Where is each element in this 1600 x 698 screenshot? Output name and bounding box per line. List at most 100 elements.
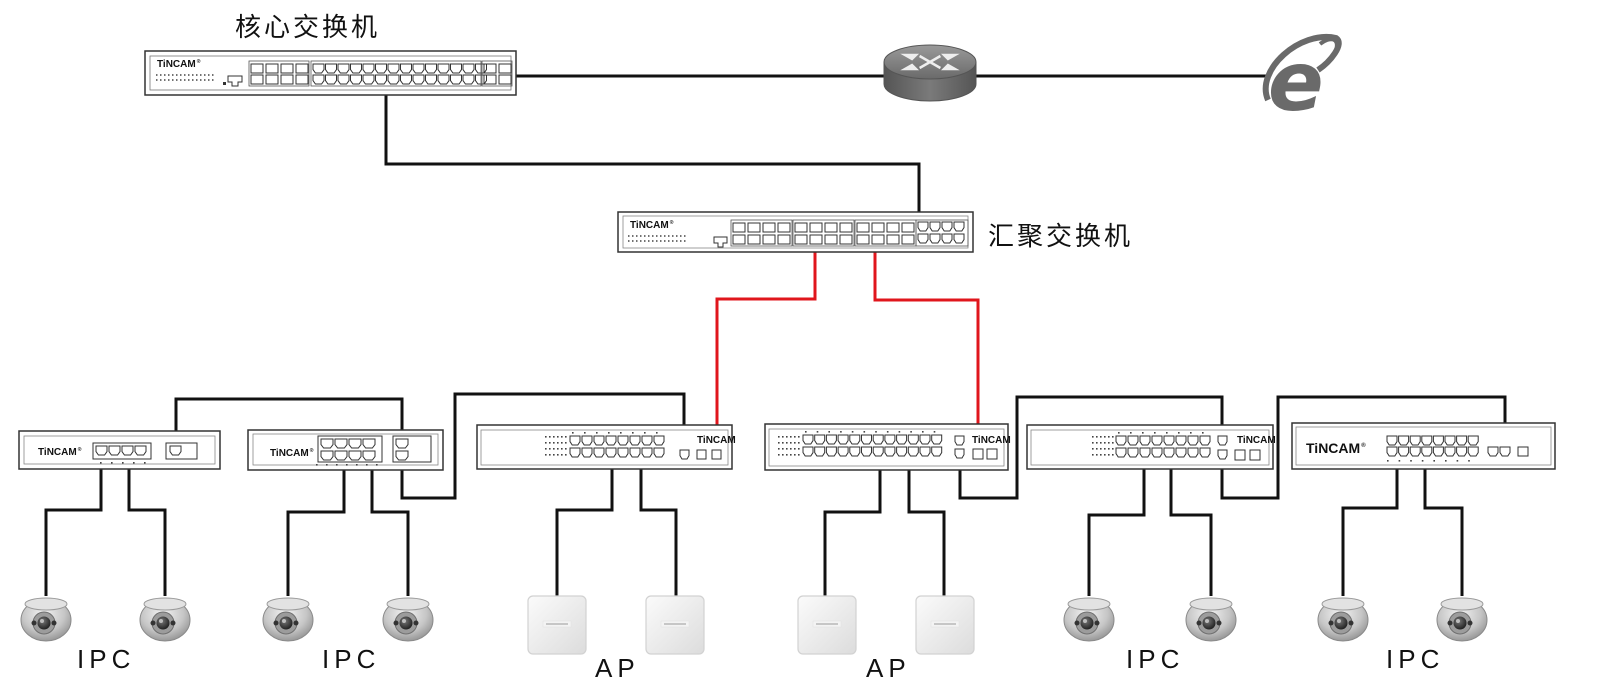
aggregation-switch-brand: TiNCAM <box>630 220 669 231</box>
access-switch-3-brand: TiNCAM <box>697 435 736 446</box>
svg-text:TiNCAM®: TiNCAM® <box>157 58 201 70</box>
ethernet-port <box>837 446 849 457</box>
access-switch-4: TiNCAM <box>764 423 1011 471</box>
ethernet-port <box>320 450 334 461</box>
access-switch-5: TiNCAM <box>1026 424 1276 470</box>
drop-ap-4a <box>823 463 882 596</box>
device-group-label-3: AP <box>595 653 640 683</box>
ethernet-port <box>121 445 134 456</box>
access-point-icon <box>797 595 857 655</box>
sfp-port <box>747 222 761 233</box>
ethernet-port <box>837 434 849 445</box>
ethernet-port <box>896 446 908 457</box>
drop-ipc-6b <box>1423 463 1464 596</box>
ethernet-port <box>919 434 931 445</box>
ethernet-port <box>593 435 605 446</box>
ethernet-port <box>337 63 350 74</box>
ethernet-port <box>412 63 425 74</box>
access-point-icon <box>915 595 975 655</box>
uplink-aggregation-access3 <box>715 247 817 450</box>
router-icon <box>883 44 977 102</box>
ethernet-port <box>581 435 593 446</box>
ethernet-port <box>917 221 929 232</box>
ethernet-port <box>1421 446 1433 457</box>
ethernet-port <box>1444 446 1456 457</box>
sfp-port <box>498 74 512 85</box>
ip-camera-icon <box>1436 597 1488 642</box>
ethernet-port <box>312 63 325 74</box>
device-group-label-6: IPC <box>1386 644 1444 674</box>
ethernet-port <box>581 447 593 458</box>
ethernet-port <box>1139 435 1151 446</box>
ethernet-port <box>325 74 337 85</box>
internet-explorer-icon: e <box>1262 33 1342 130</box>
ethernet-port <box>569 447 581 458</box>
sfp-port <box>762 234 776 245</box>
sfp-port <box>839 222 853 233</box>
ethernet-port <box>375 74 387 85</box>
drop-ipc-5a <box>1087 463 1146 596</box>
ethernet-port <box>1409 446 1421 457</box>
sfp-port <box>732 234 746 245</box>
ethernet-port <box>1456 435 1468 446</box>
core-switch: TiNCAM® <box>144 50 517 96</box>
ip-camera-icon <box>382 597 434 642</box>
ethernet-port <box>849 446 861 457</box>
sfp-port <box>886 222 900 233</box>
access-switch-1: TiNCAM® <box>18 430 221 470</box>
ethernet-port <box>362 63 375 74</box>
ethernet-port <box>872 446 884 457</box>
ethernet-port <box>395 450 409 461</box>
ethernet-port <box>1398 435 1410 446</box>
ip-camera-icon <box>1063 597 1115 642</box>
core-switch-label: 核心交换机 <box>235 13 380 43</box>
ethernet-port <box>462 63 475 74</box>
ethernet-port <box>1199 435 1211 446</box>
svg-text:TiNCAM: TiNCAM <box>972 435 1011 446</box>
ethernet-port <box>605 447 617 458</box>
sfp-port <box>871 222 885 233</box>
ethernet-port <box>334 438 348 449</box>
sfp-port <box>901 234 915 245</box>
ethernet-port <box>1175 435 1187 446</box>
sfp-port <box>809 234 823 245</box>
sfp-port <box>839 234 853 245</box>
drop-ipc-1a <box>44 463 103 596</box>
sfp-port <box>824 222 838 233</box>
sfp-port <box>777 234 791 245</box>
access-switch-6: TiNCAM® <box>1291 422 1556 470</box>
ethernet-port <box>425 63 437 74</box>
svg-text:e: e <box>1268 35 1324 130</box>
sfp-port <box>1234 449 1246 461</box>
access-switch-3: TiNCAM <box>476 424 736 470</box>
link-core-aggregation <box>384 90 921 221</box>
ethernet-port <box>605 435 617 446</box>
ethernet-port <box>593 447 605 458</box>
ethernet-port <box>896 434 908 445</box>
ethernet-port <box>1499 446 1511 457</box>
ethernet-port <box>348 438 362 449</box>
ethernet-port <box>629 435 641 446</box>
sfp-port <box>986 448 998 460</box>
ethernet-port <box>350 74 362 85</box>
access-switch-2-brand: TiNCAM <box>270 448 309 459</box>
ethernet-port <box>802 434 814 445</box>
ethernet-port <box>1409 435 1421 446</box>
device-group-label-1: IPC <box>77 644 135 674</box>
svg-text:TiNCAM: TiNCAM <box>697 435 736 446</box>
ethernet-port <box>653 447 665 458</box>
sfp-port <box>265 74 279 85</box>
ethernet-port <box>425 74 437 85</box>
sfp-port <box>265 63 279 74</box>
access-point-icon <box>645 595 705 655</box>
sfp-port <box>498 63 512 74</box>
ethernet-port <box>1115 447 1127 458</box>
sfp-port <box>856 222 870 233</box>
ethernet-port <box>1163 447 1175 458</box>
ip-camera-icon <box>1317 597 1369 642</box>
ethernet-port <box>1467 446 1479 457</box>
ethernet-port <box>362 450 376 461</box>
ip-camera-icon <box>1185 597 1237 642</box>
svg-text:TiNCAM: TiNCAM <box>1237 435 1276 446</box>
